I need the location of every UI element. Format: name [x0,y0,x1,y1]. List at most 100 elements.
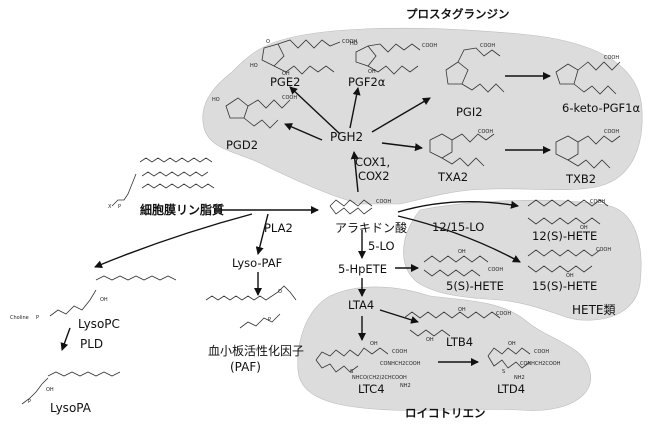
lo5-label: 5-LO [368,239,395,253]
ltc4-conh: CONHCH2COOH [380,361,421,367]
prostaglandin-region [202,27,643,205]
hete15-cooh: COOH [596,247,612,253]
hete12-label: 12(S)-HETE [532,229,598,243]
hete-title: HETE類 [572,303,616,317]
keto-cooh: COOH [604,55,620,61]
hete15-structure [527,249,601,273]
pgf2a-oh: OH [368,69,376,75]
pgf2a-cooh: COOH [422,43,438,49]
arrow-lysopc-lysopa [60,327,71,351]
ltc4-sub: NHCO(CH2)2CHCOOH [352,375,407,381]
txa2-label: TXA2 [438,170,469,184]
arachidonic-acid-structure [329,199,373,215]
paf-abbr-label: (PAF) [230,360,261,374]
ltd4-nh2: NH2 [514,375,525,381]
txb2-cooh: COOH [604,129,620,135]
pgd2-cooh: COOH [282,95,298,101]
txb2-structure [555,135,621,169]
pathway-arrows [60,72,551,366]
txa2-structure [429,133,495,167]
lysopa-structure [21,371,121,405]
phospholipid-structure [111,157,215,207]
pgi2-label: PGI2 [456,105,483,119]
arrow-pgh2-txa2 [381,142,423,152]
aa-cooh: COOH [376,199,392,205]
lysopc-label: LysoPC [78,317,120,331]
lysopc-p: P [36,315,40,321]
ltb4-oh2: OH [426,337,434,343]
cox2-label: COX2 [358,169,390,183]
paf-structure [205,285,297,329]
pgd2-label: PGD2 [226,138,259,152]
arachidonic-acid-label: アラキドン酸 [335,221,408,235]
lta4-label: LTA4 [348,298,375,312]
pge2-structure [261,39,341,75]
hete5-cooh: COOH [488,267,504,273]
ltb4-oh: OH [458,307,466,313]
ltc4-label: LTC4 [358,382,385,396]
txa2-cooh: COOH [478,129,494,135]
arrow-aa-15hete [397,215,521,263]
arrow-aa-pgh2 [350,151,359,193]
hete12-cooh: COOH [590,199,606,205]
arrow-pgh2-pge2 [289,86,341,135]
hete-region [403,199,642,321]
hete15-label: 15(S)-HETE [532,279,598,293]
arrow-membrane-lysopaf [255,213,269,255]
paf-p: P [268,317,272,323]
lysopa-oh: OH [46,387,54,393]
lo1215-label: 12/15-LO [432,220,485,234]
ltd4-label: LTD4 [497,382,526,396]
arrow-pgh2-pgf2a [349,87,361,129]
hete5-structure [423,255,489,277]
membrane-p: P [118,204,122,210]
hete5-oh: OH [458,249,466,255]
arrow-lta4-ltb4 [379,309,419,324]
paf-label: 血小板活性化因子 [208,344,305,358]
cox-label: COX1, [355,155,391,169]
pgd2-ho: HO [212,97,220,103]
ltc4-oh: OH [370,341,378,347]
pge2-cooh: COOH [342,39,358,45]
lysopa-p: P [28,399,32,405]
leukotriene-title: ロイコトリエン [405,406,486,420]
paf-o: O [278,289,282,295]
ltc4-s: S [350,369,354,375]
ltc4-cooh: COOH [392,349,408,355]
txb2-label: TXB2 [566,172,597,186]
pgh2-label: PGH2 [330,130,364,144]
ltc4-structure [315,347,389,373]
ltd4-s: S [502,369,506,375]
ltc4-nh2: NH2 [400,383,411,389]
arrow-pgh2-pgi2 [371,97,431,133]
lyso-paf-label: Lyso-PAF [232,256,283,270]
molecule-sketches [21,39,621,405]
ltd4-oh: OH [508,341,516,347]
pge2-o: O [266,39,270,45]
pgi2-structure [445,47,505,93]
lysopa-label: LysoPA [50,401,91,415]
ltb4-cooh: COOH [496,311,512,317]
pgf2a-label: PGF2α [348,75,386,89]
lysopc-oh: OH [100,297,108,303]
hete5-label: 5(S)-HETE [446,279,504,293]
pla2-label: PLA2 [264,221,293,235]
lysopc-choline: Choline [10,315,29,321]
ltd4-conh: CONHCH2COOH [520,361,561,367]
leukotriene-region [297,286,592,411]
lysopc-structure [49,275,177,317]
pgi2-cooh: COOH [480,43,496,49]
ltd4-cooh: COOH [534,349,550,355]
membrane-x: X [108,204,112,210]
pgf2a-structure [355,43,421,75]
pge2-label: PGE2 [270,75,301,89]
arrow-membrane-lysopc [94,213,253,269]
pgd2-structure [225,97,291,129]
hpete5-label: 5-HpETE [338,262,387,276]
pge2-ho: HO [250,63,258,69]
keto-pgf1a-label: 6-keto-PGF1α [562,101,641,115]
membrane-label: 細胞膜リン脂質 [140,203,225,217]
pgf2a-ho: HO [350,41,358,47]
pld-label: PLD [80,337,104,351]
